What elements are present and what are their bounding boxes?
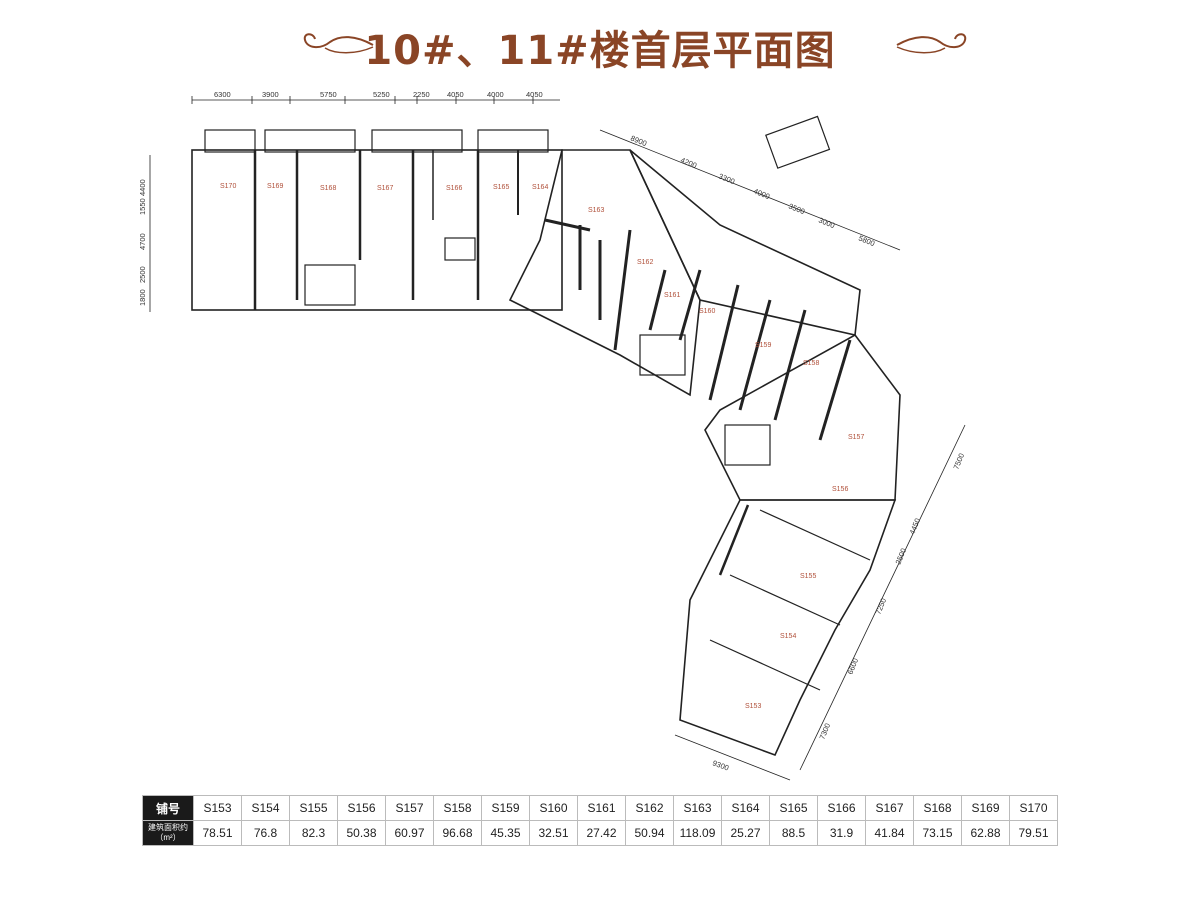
unit-label-s170: S170 [220, 183, 236, 190]
dim-top-7: 4000 [487, 90, 504, 99]
table-cell: 79.51 [1009, 820, 1058, 846]
table-cell: S168 [913, 795, 962, 821]
dim-top-2: 3900 [262, 90, 279, 99]
table-cell: S167 [865, 795, 914, 821]
table-cell: S162 [625, 795, 674, 821]
table-cell: 50.94 [625, 820, 674, 846]
dim-left-2: 1550 [138, 198, 147, 215]
table-cell: S160 [529, 795, 578, 821]
table-cell: 27.42 [577, 820, 626, 846]
table-cell: 73.15 [913, 820, 962, 846]
dim-top-6: 4050 [447, 90, 464, 99]
table-cell: S158 [433, 795, 482, 821]
dim-ticks-top [191, 96, 534, 104]
dim-left-5: 1800 [138, 289, 147, 306]
table-cell: S154 [241, 795, 290, 821]
dim-left-3: 4700 [138, 233, 147, 250]
unit-label-s159: S159 [755, 342, 771, 349]
table-row-shops: 铺号 S153 S154 S155 S156 S157 S158 S159 S1… [142, 795, 1058, 821]
area-table: 铺号 S153 S154 S155 S156 S157 S158 S159 S1… [142, 795, 1058, 846]
table-cell: 96.68 [433, 820, 482, 846]
unit-label-s161: S161 [664, 292, 680, 299]
table-cell: S159 [481, 795, 530, 821]
dim-top-4: 5250 [373, 90, 390, 99]
unit-label-s156: S156 [832, 486, 848, 493]
dim-top-5: 2250 [413, 90, 430, 99]
dim-right-5: 6600 [846, 657, 861, 676]
table-cell: S164 [721, 795, 770, 821]
unit-label-s166: S166 [446, 185, 462, 192]
table-cell: 50.38 [337, 820, 386, 846]
dim-diag-5: 3500 [787, 202, 806, 217]
table-cell: S156 [337, 795, 386, 821]
unit-label-s158: S158 [803, 360, 819, 367]
unit-label-s164: S164 [532, 184, 548, 191]
page-title: 10#、11#楼首层平面图 [364, 28, 836, 74]
table-cell: 118.09 [673, 820, 722, 846]
dim-diag-2: 4200 [679, 156, 698, 171]
dim-diag-6: 3000 [817, 216, 836, 231]
table-cell: 82.3 [289, 820, 338, 846]
dim-diag-1: 8900 [629, 134, 648, 149]
title-flourish-right [896, 33, 967, 54]
header-area-unit: （m²） [155, 833, 181, 842]
table-cell: S161 [577, 795, 626, 821]
unit-label-s165: S165 [493, 184, 509, 191]
table-cell: 78.51 [193, 820, 242, 846]
dim-top-1: 6300 [214, 90, 231, 99]
unit-label-s155: S155 [800, 573, 816, 580]
table-cell: S170 [1009, 795, 1058, 821]
unit-labels: S170 S169 S168 S167 S166 S165 S164 S163 … [220, 183, 864, 710]
unit-label-s160: S160 [699, 308, 715, 315]
dim-right-2: 4450 [908, 517, 923, 536]
dim-right-1: 7500 [952, 452, 967, 471]
title-flourish-left [303, 33, 374, 54]
dim-diag-3: 3300 [717, 172, 736, 187]
unit-label-s162: S162 [637, 259, 653, 266]
table-cell: S166 [817, 795, 866, 821]
unit-label-s163: S163 [588, 207, 604, 214]
unit-label-s153: S153 [745, 703, 761, 710]
unit-label-s168: S168 [320, 185, 336, 192]
dim-left-4: 2500 [138, 266, 147, 283]
dim-bottom: 9300 [711, 758, 730, 772]
table-cell: S153 [193, 795, 242, 821]
table-cell: 60.97 [385, 820, 434, 846]
dim-top-8: 4050 [526, 90, 543, 99]
unit-label-s167: S167 [377, 185, 393, 192]
table-cell: 62.88 [961, 820, 1010, 846]
table-cell: S163 [673, 795, 722, 821]
table-cell: S157 [385, 795, 434, 821]
table-header-shop: 铺号 [142, 795, 194, 821]
table-cell: 25.27 [721, 820, 770, 846]
dim-diag-4: 4000 [752, 187, 771, 202]
floor-plan: S170 S169 S168 S167 S166 S165 S164 S163 … [138, 90, 967, 781]
dim-right-6: 7300 [818, 722, 833, 741]
table-cell: 32.51 [529, 820, 578, 846]
table-cell: 76.8 [241, 820, 290, 846]
table-cell: S165 [769, 795, 818, 821]
dim-top-3: 5750 [320, 90, 337, 99]
stair-middle [639, 334, 686, 376]
stair-left [304, 264, 356, 306]
table-cell: S155 [289, 795, 338, 821]
dim-right-3: 2500 [894, 547, 909, 566]
stair-lower [724, 424, 771, 466]
table-cell: 31.9 [817, 820, 866, 846]
table-row-areas: 建筑面积约 （m²） 78.51 76.8 82.3 50.38 60.97 9… [142, 820, 1058, 846]
unit-label-s169: S169 [267, 183, 283, 190]
table-cell: S169 [961, 795, 1010, 821]
unit-label-s154: S154 [780, 633, 796, 640]
dim-diag-7: 5800 [857, 234, 876, 249]
dim-left-1: 4400 [138, 179, 147, 196]
table-cell: 41.84 [865, 820, 914, 846]
table-cell: 88.5 [769, 820, 818, 846]
header-area-label: 建筑面积约 [148, 823, 188, 832]
dim-right-4: 7250 [874, 597, 889, 616]
table-cell: 45.35 [481, 820, 530, 846]
table-header-area: 建筑面积约 （m²） [142, 820, 194, 846]
unit-label-s157: S157 [848, 434, 864, 441]
